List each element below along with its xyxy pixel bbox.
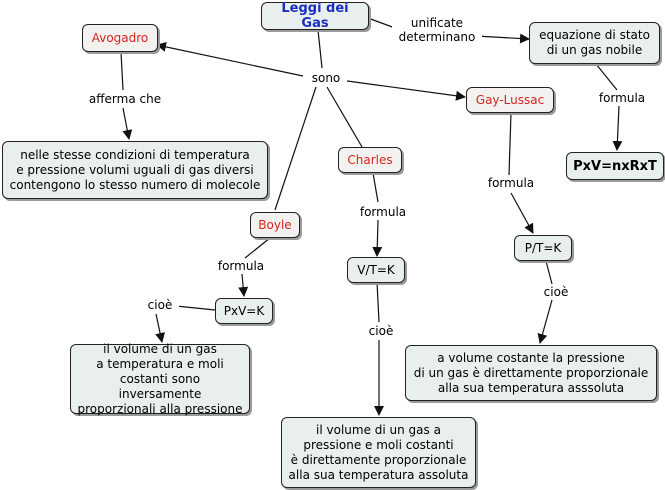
connector-avogadro-afferma <box>120 51 124 91</box>
gaylussac-node[interactable]: Gay-Lussac <box>466 87 554 113</box>
connector-formula-ptk <box>510 192 534 234</box>
boyle-node[interactable]: Boyle <box>250 212 300 238</box>
link-label-sono: sono <box>305 71 347 85</box>
charles-node[interactable]: Charles <box>338 147 402 173</box>
connector-sono-avogadro <box>156 41 304 77</box>
connector-boyle-formula <box>244 237 271 259</box>
avogadro-description-node[interactable]: nelle stesse condizioni di temperatura e… <box>2 141 268 199</box>
boyle-formula-node[interactable]: PxV=K <box>215 298 273 324</box>
link-label-formula-boyle: formula <box>213 259 269 273</box>
connector-cioe-boyledesc <box>155 313 166 343</box>
connector-equazione-formula <box>595 63 618 91</box>
connector-sono-gaylussac <box>339 79 466 101</box>
gaylussac-description-node[interactable]: a volume costante la pressione di un gas… <box>405 345 657 401</box>
link-label-formula-eq: formula <box>593 91 651 105</box>
connector-ptk-cioe <box>545 260 553 285</box>
connector-sono-boyle <box>274 86 317 211</box>
link-label-formula-charles: formula <box>355 205 411 219</box>
link-label-unificate: unificate determinano <box>392 16 482 44</box>
equation-formula-node[interactable]: PxV=nxRxT <box>566 152 664 180</box>
connector-vtk-cioe <box>376 281 380 323</box>
connector-sono-charles <box>326 86 363 148</box>
charles-description-node[interactable]: il volume di un gas a pressione e moli c… <box>281 417 476 488</box>
link-label-afferma: afferma che <box>83 92 167 106</box>
avogadro-node[interactable]: Avogadro <box>82 24 158 52</box>
connector-charles-formula <box>372 172 379 203</box>
link-label-formula-gay: formula <box>482 176 540 190</box>
link-label-cioe-charles: cioè <box>362 324 400 338</box>
title-node[interactable]: Leggi dei Gas <box>261 1 369 31</box>
connector-title-sono <box>317 29 323 69</box>
charles-formula-node[interactable]: V/T=K <box>347 257 405 283</box>
equation-node[interactable]: equazione di stato di un gas nobile <box>529 22 660 64</box>
link-label-cioe-gay: cioè <box>537 285 575 299</box>
boyle-description-node[interactable]: il volume di un gas a temperatura e moli… <box>70 342 250 416</box>
connector-gay-formula <box>508 112 512 176</box>
connector-pxv-cioe <box>175 305 216 311</box>
connector-formula-pxvnrt <box>612 105 623 151</box>
link-label-cioe-boyle: cioè <box>141 298 179 312</box>
connector-cioe-gaydesc <box>537 299 553 344</box>
connector-unificate-equazione <box>475 33 530 44</box>
gaylussac-formula-node[interactable]: P/T=K <box>514 235 572 261</box>
connector-title-unificate <box>367 17 396 29</box>
connector-formula-pxv <box>238 273 249 297</box>
connector-afferma-desc <box>122 107 133 140</box>
connector-formula-vtk <box>372 219 383 257</box>
